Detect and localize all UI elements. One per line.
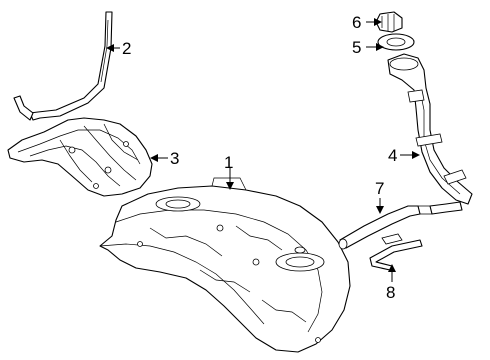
leader-1-arrow (226, 182, 234, 190)
leader-4-arrow (412, 151, 420, 159)
part-5-seal-ring (377, 33, 415, 51)
part-2-strap (13, 11, 113, 121)
part-7-hose (338, 201, 463, 250)
leader-7-arrow (376, 206, 384, 214)
callout-7: 7 (375, 179, 384, 198)
leader-2-arrow (106, 44, 114, 52)
leader-6-arrow (374, 18, 382, 26)
leader-8-arrow (388, 264, 396, 272)
callout-5: 5 (352, 38, 361, 57)
part-3-heat-shield (7, 117, 153, 197)
part-8-bracket (369, 233, 423, 271)
leader-5-arrow (376, 43, 384, 51)
callout-6: 6 (352, 13, 361, 32)
callout-4: 4 (388, 146, 397, 165)
part-4-filler-neck (387, 53, 473, 205)
part-1-fuel-tank (99, 177, 351, 353)
callout-3: 3 (170, 149, 179, 168)
callout-8: 8 (386, 283, 395, 302)
callout-2: 2 (122, 39, 131, 58)
callout-labels: 1 2 3 4 5 6 7 8 (122, 13, 397, 302)
leader-3-arrow (150, 154, 158, 162)
callout-1: 1 (224, 153, 233, 172)
leaders (106, 18, 420, 282)
